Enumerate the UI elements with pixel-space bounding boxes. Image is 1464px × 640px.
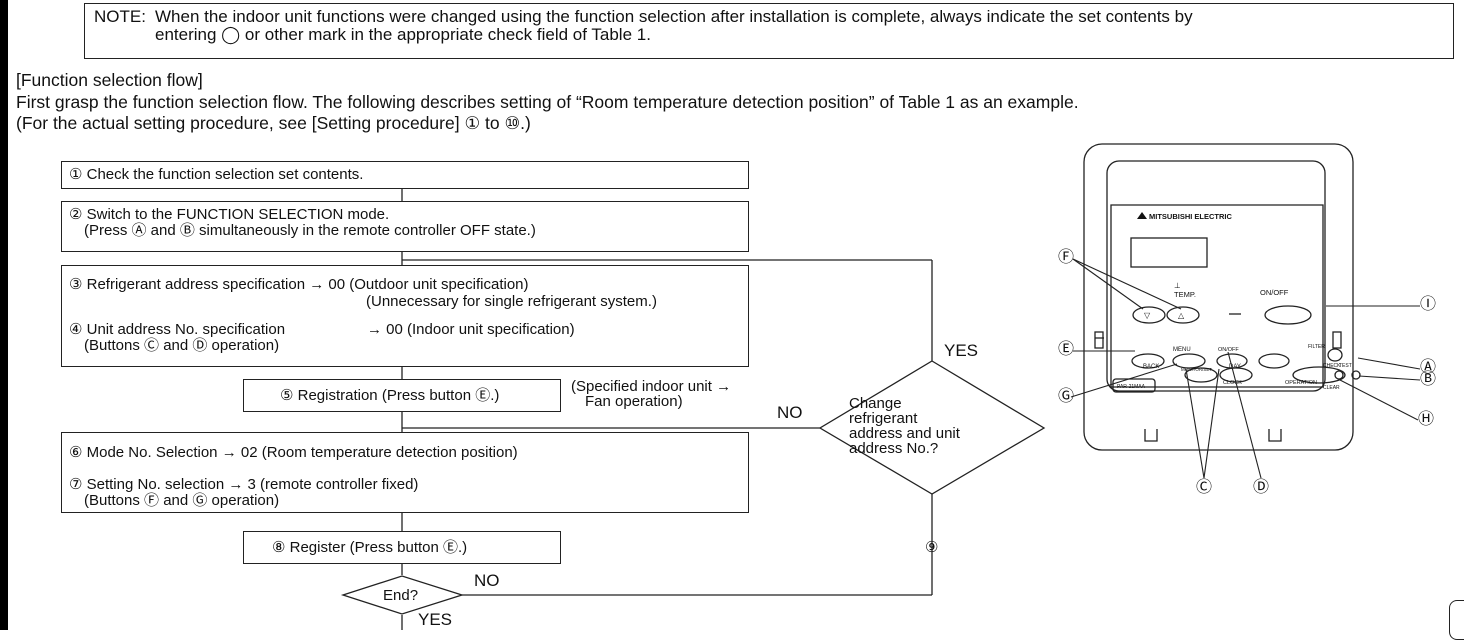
flow-step-4-line-1: ④ Unit address No. specification xyxy=(69,321,286,338)
remote-menu-label: MENU xyxy=(1173,347,1191,353)
flow-step-6-7: ⑥ Mode No. Selection → 02 (Room temperat… xyxy=(61,432,749,513)
remote-temp-label: TEMP. xyxy=(1174,290,1196,299)
flow-step-4-line-2: (Buttons Ⓒ and Ⓓ operation) xyxy=(84,337,280,354)
decision-text-4: address No.? xyxy=(849,440,939,457)
remote-onoff-small: ON/OFF xyxy=(1218,347,1239,353)
step-9-label: ⑨ xyxy=(925,539,939,556)
decision-no-label: NO xyxy=(777,403,803,422)
decision-text-3: address and unit xyxy=(849,425,960,442)
up-arrow-icon: △ xyxy=(1178,311,1185,320)
callout-h: Ⓗ xyxy=(1418,411,1435,428)
left-edge-bar xyxy=(0,0,8,630)
end-yes-label: YES xyxy=(418,610,453,629)
flow-step-2-line-2: (Press Ⓐ and Ⓑ simultaneously in the rem… xyxy=(84,222,536,239)
remote-controller-illustration: MITSUBISHI ELECTRIC TEMP. ⊥ ON/OFF FILTE… xyxy=(1083,143,1361,451)
callout-g: Ⓖ xyxy=(1058,388,1075,405)
flow-step-1-text: ① Check the function selection set conte… xyxy=(69,166,364,183)
remote-check-label: CHECK xyxy=(1323,363,1341,369)
decision-text-1: Change xyxy=(849,395,902,412)
remote-clock-label: CLOCK xyxy=(1223,380,1242,386)
callout-i: Ⓘ xyxy=(1420,296,1437,313)
callout-b: Ⓑ xyxy=(1420,371,1437,388)
remote-model-label: PAR-21MAA xyxy=(1117,384,1146,390)
end-no-label: NO xyxy=(474,571,500,590)
flow-step-5: ⑤ Registration (Press button Ⓔ.) xyxy=(243,379,561,412)
brand-logo-icon xyxy=(1137,212,1147,219)
end-decision-label: End? xyxy=(383,587,419,604)
note-line-1: When the indoor unit functions were chan… xyxy=(155,7,1193,26)
remote-day-label: DAY xyxy=(1229,364,1241,370)
flow-step-7-line-1: ⑦ Setting No. selection → 3 (remote cont… xyxy=(69,476,419,493)
flow-step-5-text: ⑤ Registration (Press button Ⓔ.) xyxy=(280,387,500,404)
callout-d: Ⓓ xyxy=(1253,479,1270,496)
flow-step-3-line-2: (Unnecessary for single refrigerant syst… xyxy=(366,293,657,310)
flow-step-2: ② Switch to the FUNCTION SELECTION mode.… xyxy=(61,201,749,252)
flow-step-8-text: ⑧ Register (Press button Ⓔ.) xyxy=(272,539,468,556)
remote-back-label: BACK xyxy=(1143,364,1159,370)
decision-text-2: refrigerant xyxy=(849,410,918,427)
section-intro: First grasp the function selection flow.… xyxy=(16,92,1079,112)
flow-step-3-line-1: ③ Refrigerant address specification → 00… xyxy=(69,276,529,293)
remote-filter-label: FILTER xyxy=(1308,344,1325,350)
note-box: NOTE: When the indoor unit functions wer… xyxy=(84,3,1454,59)
callout-c: Ⓒ xyxy=(1196,479,1213,496)
flow-step-1: ① Check the function selection set conte… xyxy=(61,161,749,189)
callout-e: Ⓔ xyxy=(1058,341,1075,358)
flow-step-6-text: ⑥ Mode No. Selection → 02 (Room temperat… xyxy=(69,444,518,461)
remote-clear-label: CLEAR xyxy=(1323,385,1340,391)
decision-yes-label: YES xyxy=(944,341,979,360)
flow-step-4-arrow: → 00 (Indoor unit specification) xyxy=(367,321,575,338)
note-label: NOTE: xyxy=(94,7,146,26)
down-arrow-icon: ▽ xyxy=(1144,311,1151,320)
flow-step-3-4: ③ Refrigerant address specification → 00… xyxy=(61,265,749,367)
section-reference: (For the actual setting procedure, see [… xyxy=(16,113,531,133)
page-corner-tab xyxy=(1449,600,1464,640)
flow-step-5-note-1: (Specified indoor unit → xyxy=(571,378,732,395)
flow-step-5-note-2: Fan operation) xyxy=(585,393,683,410)
remote-operation-label: OPERATION xyxy=(1285,380,1317,386)
remote-onoff-main: ON/OFF xyxy=(1260,288,1289,297)
flow-step-7-line-2: (Buttons Ⓕ and Ⓖ operation) xyxy=(84,492,280,509)
flow-step-8: ⑧ Register (Press button Ⓔ.) xyxy=(243,531,561,564)
temp-icon: ⊥ xyxy=(1174,281,1181,290)
section-title: [Function selection flow] xyxy=(16,70,203,90)
remote-test-label: TEST xyxy=(1339,363,1352,369)
callout-a: Ⓐ xyxy=(1420,359,1437,376)
note-line-2: entering ◯ or other mark in the appropri… xyxy=(155,25,651,44)
flow-step-2-line-1: ② Switch to the FUNCTION SELECTION mode. xyxy=(69,206,390,223)
remote-brand: MITSUBISHI ELECTRIC xyxy=(1149,212,1233,221)
callout-f: Ⓕ xyxy=(1058,249,1075,266)
remote-monitor-label: MONITOR/SET xyxy=(1181,367,1212,372)
